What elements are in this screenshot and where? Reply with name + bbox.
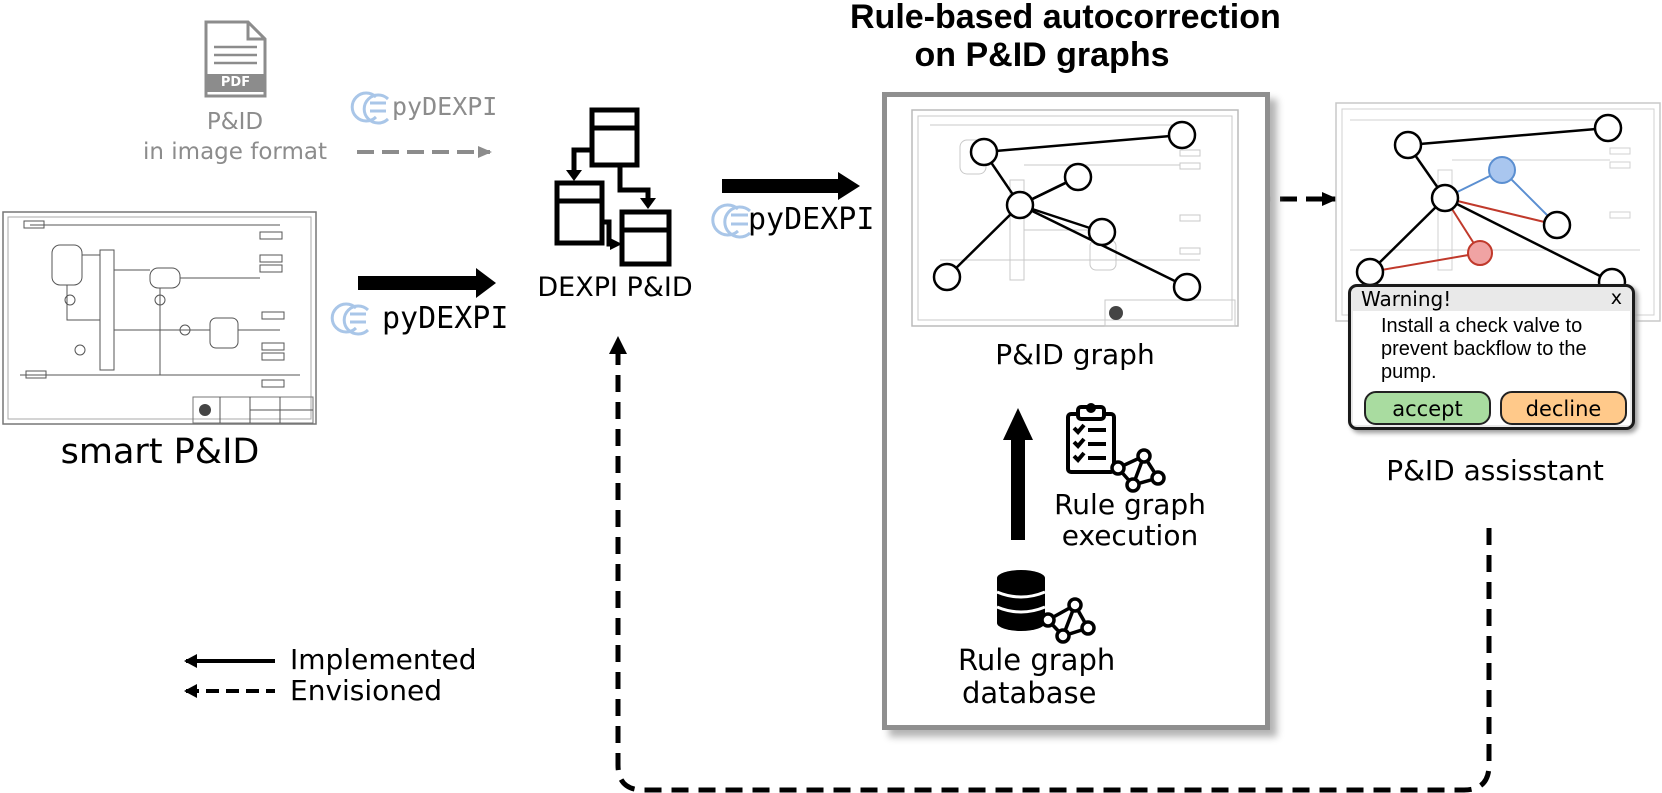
popup-close-button[interactable]: x (1610, 287, 1622, 309)
legend-implemented-line (184, 654, 275, 668)
pid-assistant-label: P&ID assisstant (1386, 454, 1604, 487)
database-icon (996, 570, 1046, 631)
pydexpi-logo (350, 91, 390, 125)
pydexpi-logo (330, 302, 370, 336)
pid-image-label-line2: in image format (143, 139, 327, 165)
popup-message: Install a check valve to prevent backflo… (1381, 315, 1587, 383)
arrow-implemented-pid-to-dexpi (358, 268, 496, 298)
rule-graph-execution-line1: Rule graph (1054, 488, 1206, 521)
pydexpi-label-dexpi: pyDEXPI (748, 202, 875, 237)
pydexpi-label-smart: pyDEXPI (382, 301, 509, 336)
arrow-envisioned-feedback-loop (609, 336, 1492, 793)
pid-graph-label: P&ID graph (995, 338, 1155, 371)
rule-graph-database-line2: database (962, 676, 1097, 710)
popup-title: Warning! (1361, 287, 1452, 311)
network-icon (1040, 597, 1096, 644)
arrow-database-to-graph (1003, 408, 1033, 540)
legend-envisioned-line (184, 684, 275, 698)
diagram-title-line2: on P&ID graphs (914, 36, 1170, 74)
pid-image-label-line1: P&ID (206, 109, 264, 135)
pydexpi-label-image: pyDEXPI (392, 92, 498, 121)
rule-graph-database-line1: Rule graph (958, 643, 1116, 677)
legend-envisioned-label: Envisioned (290, 674, 443, 707)
legend-implemented-label: Implemented (290, 643, 477, 676)
pydexpi-logo (711, 203, 752, 239)
pdf-badge-label: PDF (220, 75, 251, 90)
accept-button[interactable]: accept (1364, 391, 1491, 425)
pdf-file-icon (204, 20, 267, 98)
arrow-implemented-dexpi-to-graph (722, 172, 860, 200)
dexpi-pid-label: DEXPI P&ID (537, 272, 693, 303)
smart-pid-label: smart P&ID (60, 432, 260, 472)
warning-popup: Warning! x Install a check valve to prev… (1348, 284, 1635, 430)
decline-button[interactable]: decline (1500, 391, 1627, 425)
rule-graph-execution-line2: execution (1061, 519, 1199, 552)
clipboard-checklist-icon (1066, 403, 1116, 474)
network-icon (1110, 448, 1166, 493)
dexpi-hierarchy-icon (554, 107, 672, 267)
diagram-title-line1: Rule-based autocorrection (850, 0, 1281, 36)
smart-pid-drawing (2, 211, 317, 425)
pid-graph-diagram (911, 109, 1239, 327)
